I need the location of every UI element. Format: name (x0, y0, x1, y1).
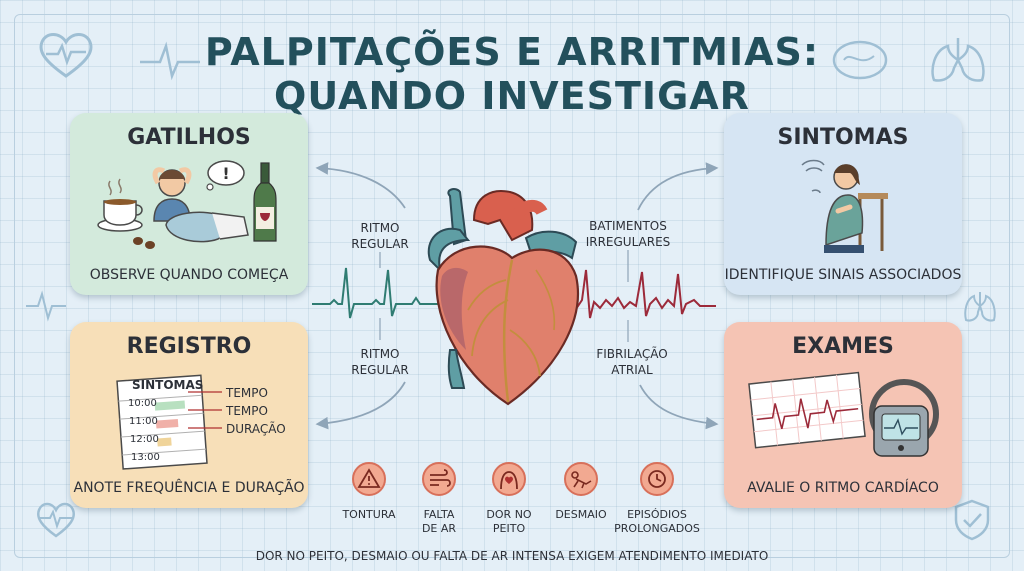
ecg-paper-icon (748, 371, 866, 449)
panel-exames-title: EXAMES (792, 334, 894, 359)
panel-registro: REGISTRO SINTOMAS 10:00 11:00 12:00 13:0… (70, 322, 308, 508)
notepad-icon (116, 374, 208, 470)
panel-gatilhos: GATILHOS ! OBSERVE QUANDO COMEÇA (70, 113, 308, 295)
label-fibrilacao-atrial: FIBRILAÇÃO ATRIAL (596, 347, 668, 377)
panel-sintomas: SINTOMAS IDENTIFIQUE SINAIS ASSOCIADOS (724, 113, 962, 295)
log-time-2: 11:00 (129, 416, 158, 427)
ecg-line-icon (140, 41, 200, 81)
chest-pain-icon (492, 462, 526, 496)
label-ritmo-regular-bottom: RITMO REGULAR (351, 347, 409, 377)
holter-monitor-icon (869, 379, 939, 457)
person-chest-pain-icon (801, 159, 888, 253)
log-header: SINTOMAS (132, 378, 204, 392)
ecg-line-left-icon (26, 290, 66, 322)
annotation-arrows (188, 391, 222, 429)
panel-sintomas-caption: IDENTIFIQUE SINAIS ASSOCIADOS (724, 267, 962, 283)
emergency-warning: DOR NO PEITO, DESMAIO OU FALTA DE AR INT… (255, 549, 769, 563)
panel-gatilhos-title: GATILHOS (127, 125, 251, 150)
page-title-line-1: PALPITAÇÕES E ARRITMIAS: (204, 30, 820, 74)
symptom-label-dor-no-peito: DOR NO PEITO (486, 508, 532, 535)
heart-ecg-icon (39, 33, 93, 78)
ecg-trace-irregular (560, 269, 716, 319)
ecg-trace-regular (312, 267, 438, 319)
wine-bottle-icon (253, 162, 277, 242)
heart-ecg-bottom-icon (37, 502, 75, 538)
page-title-line-2: QUANDO INVESTIGAR (274, 74, 750, 118)
symptom-label-tontura: TONTURA (342, 508, 396, 521)
lungs-icon (931, 38, 985, 82)
coffee-beans-icon (133, 237, 155, 249)
log-time-1: 10:00 (128, 398, 157, 409)
shield-check-icon (954, 499, 990, 541)
log-time-4: 13:00 (131, 452, 160, 463)
clock-icon (640, 462, 674, 496)
log-annotation-1: TEMPO (226, 386, 268, 400)
fainting-icon (564, 462, 598, 496)
panel-gatilhos-caption: OBSERVE QUANDO COMEÇA (89, 267, 289, 283)
panel-registro-caption: ANOTE FREQUÊNCIA E DURAÇÃO (73, 480, 305, 496)
svg-text:!: ! (222, 164, 229, 183)
brain-icon (832, 40, 888, 80)
log-annotation-3: DURAÇÃO (226, 422, 286, 436)
panel-exames-caption: AVALIE O RITMO CARDÍACO (747, 480, 939, 496)
panel-registro-title: REGISTRO (126, 334, 252, 359)
panel-exames: EXAMES AVALIE O RITMO CARDÍACO (724, 322, 962, 508)
symptom-label-desmaio: DESMAIO (555, 508, 607, 521)
warning-icon (352, 462, 386, 496)
lungs-small-icon (964, 292, 996, 322)
log-annotation-2: TEMPO (226, 404, 268, 418)
pillow-icon (165, 211, 249, 243)
symptom-label-falta-de-ar: FALTA DE AR (421, 508, 457, 535)
label-ritmo-regular-top: RITMO REGULAR (351, 221, 409, 251)
symptom-label-episodios: EPISÓDIOS PROLONGADOS (614, 508, 700, 535)
wind-icon (422, 462, 456, 496)
heart-illustration (427, 188, 579, 406)
panel-sintomas-title: SINTOMAS (777, 125, 909, 150)
thought-bubble-icon: ! (206, 160, 245, 191)
label-batimentos-irregulares: BATIMENTOS IRREGULARES (585, 219, 671, 249)
page-frame (14, 14, 1010, 558)
log-time-3: 12:00 (130, 434, 159, 445)
coffee-cup-icon (97, 178, 143, 232)
